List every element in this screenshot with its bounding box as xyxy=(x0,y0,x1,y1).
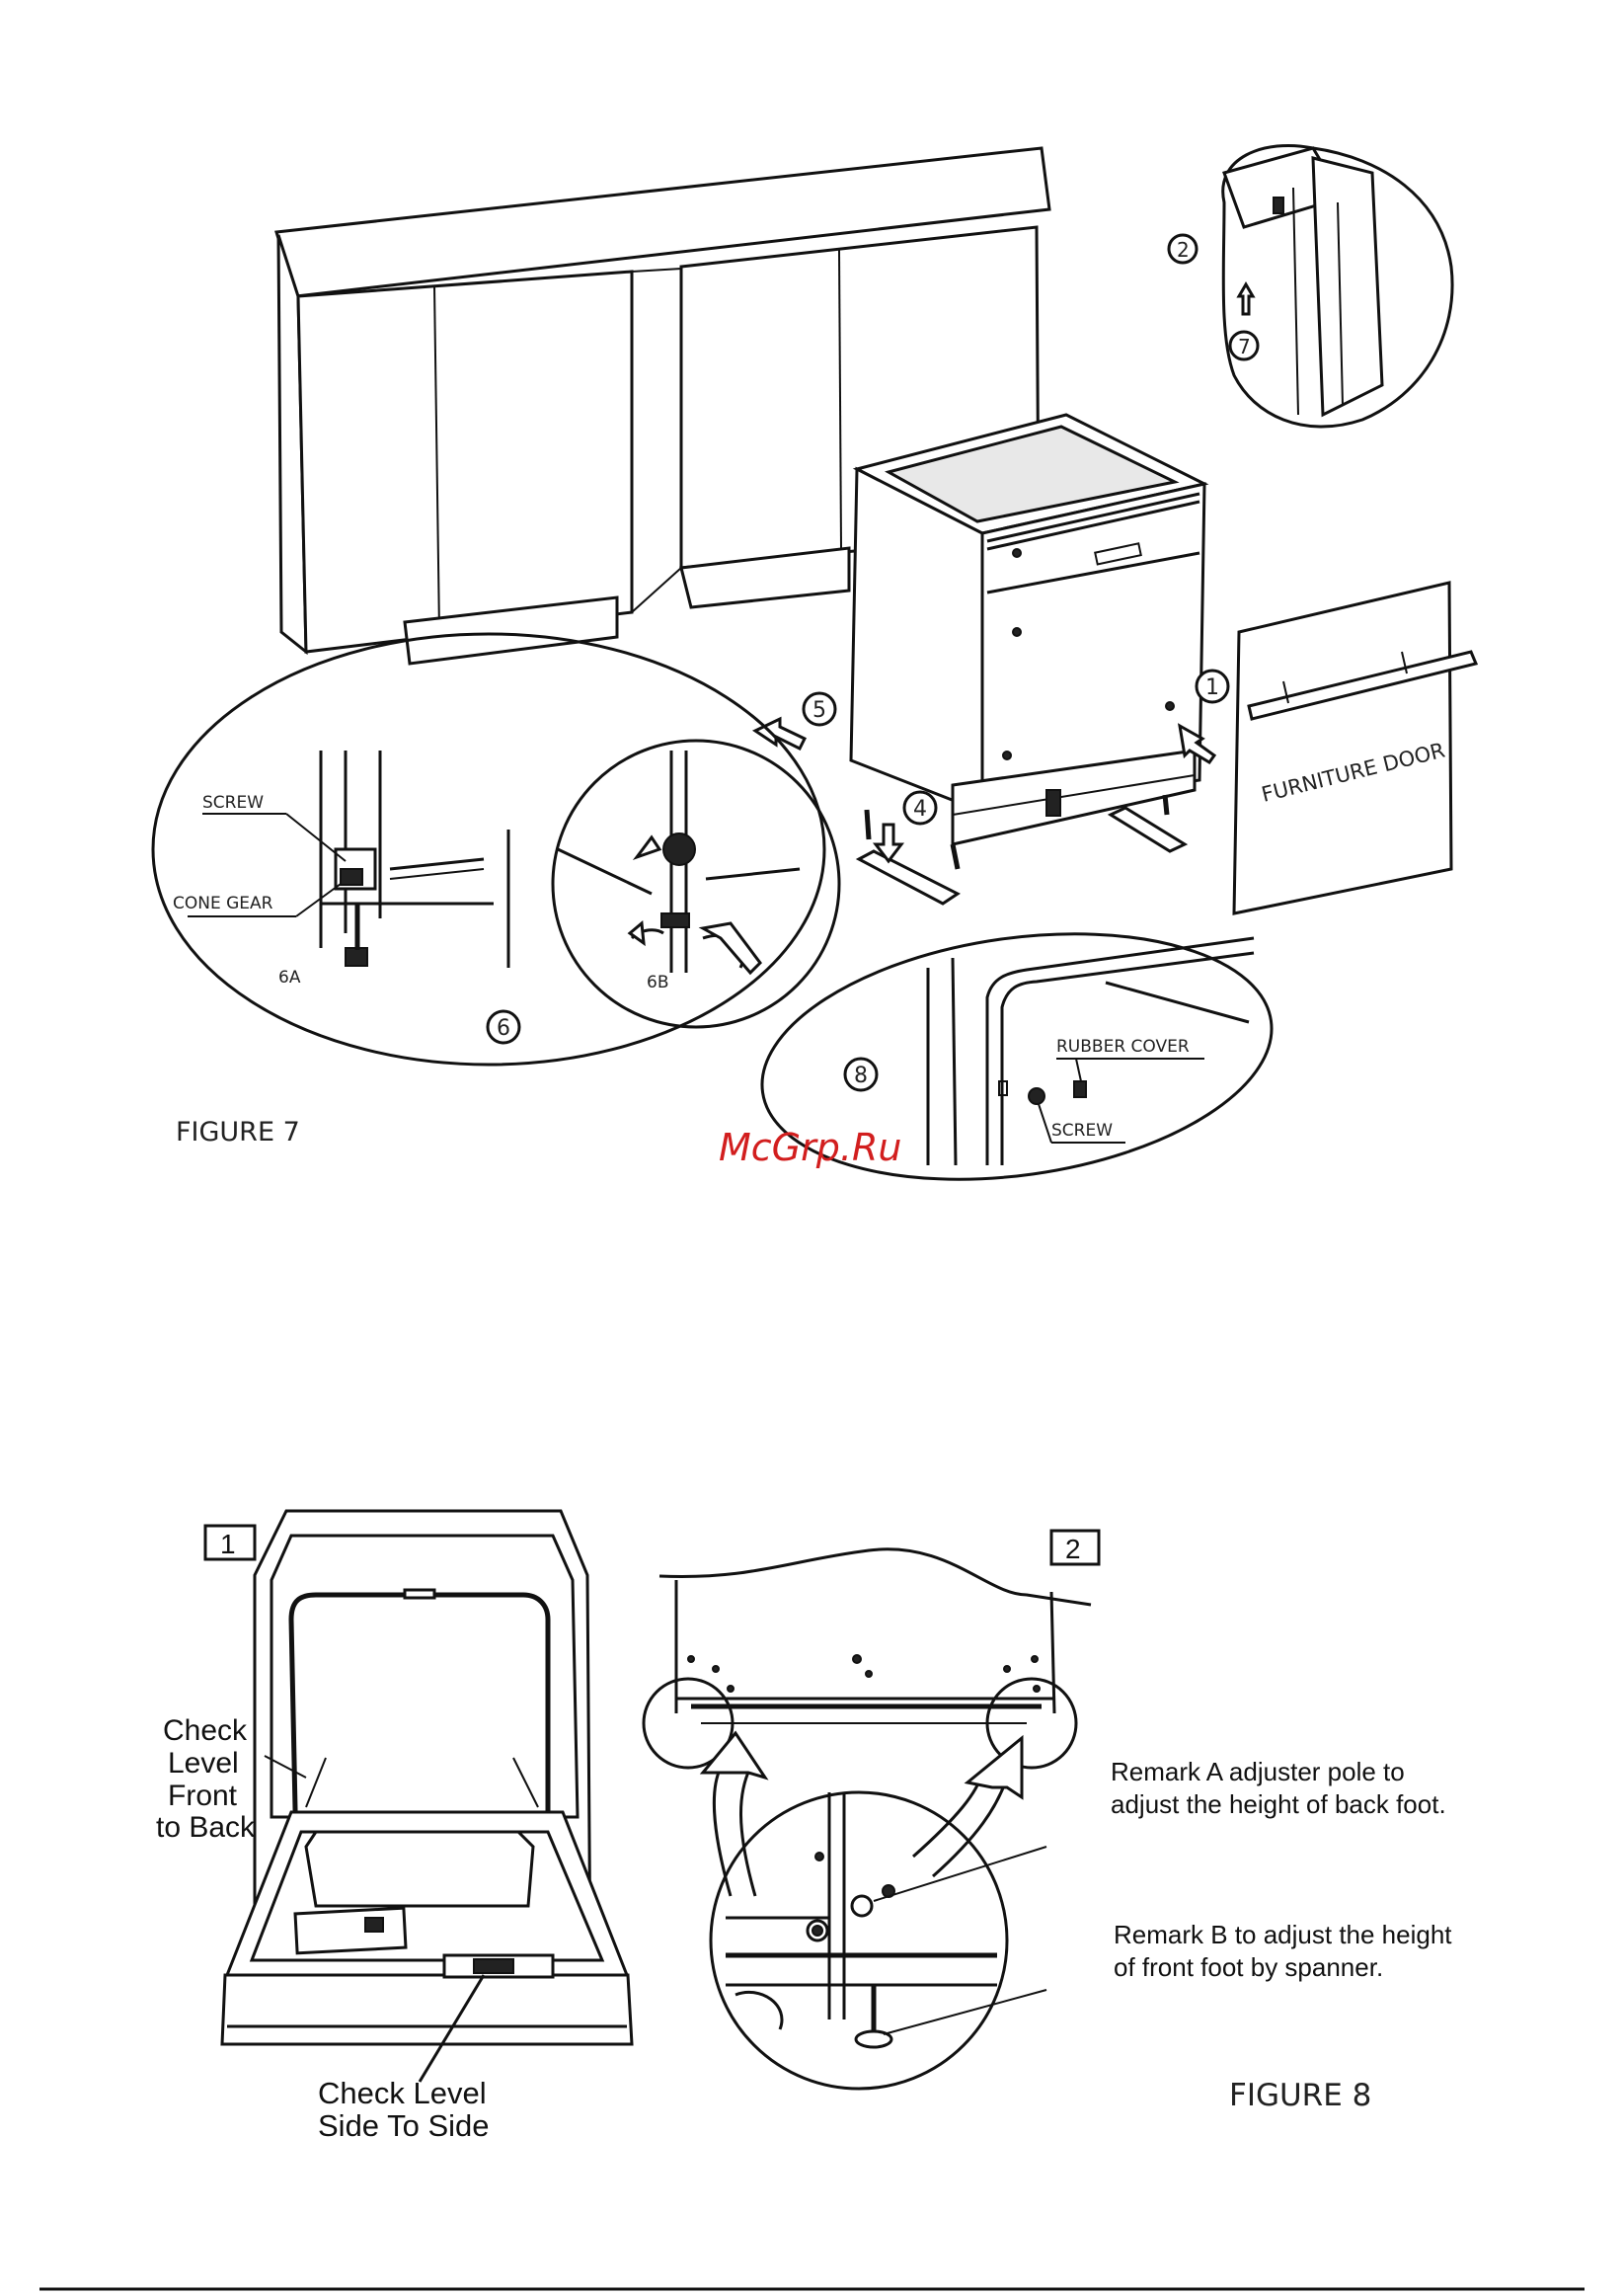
dishwasher-body xyxy=(851,415,1204,904)
screw-label: SCREW xyxy=(202,793,264,813)
remark-b-label: Remark B to adjust the height of front f… xyxy=(1114,1920,1459,1982)
step-2-label: 2 xyxy=(1177,238,1190,262)
figure-7: 5 1 4 FURNITURE DOOR xyxy=(153,145,1476,1210)
arrow-step-5: 5 xyxy=(755,693,835,749)
check-front-back-label: Check Level Front to Back xyxy=(156,1714,256,1844)
detail-6b: 6B xyxy=(553,741,839,1027)
detail-6a: SCREW CONE GEAR 6A 6 xyxy=(173,751,519,1043)
furniture-door: FURNITURE DOOR xyxy=(1234,583,1476,913)
rubber-cover-label: RUBBER COVER xyxy=(1056,1037,1190,1057)
step-5-label: 5 xyxy=(812,698,826,723)
step-7-label: 7 xyxy=(1238,335,1251,358)
remark-a-label: Remark A adjuster pole to adjust the hei… xyxy=(1111,1757,1446,1819)
step-1-label: 1 xyxy=(1205,675,1219,700)
step-8-label: 8 xyxy=(854,1064,868,1088)
panel-1-number: 1 xyxy=(220,1529,236,1559)
panel-1-dishwasher: 1 Check Level Front to Back xyxy=(156,1511,632,2143)
panel-2-feet-detail: 2 xyxy=(644,1531,1459,2113)
detail-7-circle: 2 7 xyxy=(1169,145,1452,427)
watermark-text: McGrp.Ru xyxy=(719,1126,901,1169)
screw-label-8: SCREW xyxy=(1051,1121,1113,1141)
cone-gear-label: CONE GEAR xyxy=(173,894,273,913)
detail-6a-label: 6A xyxy=(278,968,301,988)
step-4-label: 4 xyxy=(913,797,927,822)
panel-2-number: 2 xyxy=(1065,1534,1081,1564)
figure-8: 1 Check Level Front to Back xyxy=(156,1511,1459,2143)
arrow-step-4: 4 xyxy=(876,792,936,861)
figure-8-caption: FIGURE 8 xyxy=(1229,2078,1371,2113)
detail-6b-label: 6B xyxy=(647,973,668,992)
detail-6-ellipse: SCREW CONE GEAR 6A 6 xyxy=(153,634,839,1065)
figure-7-caption: FIGURE 7 xyxy=(176,1117,300,1148)
step-6-label: 6 xyxy=(497,1016,510,1041)
check-side-side-label: Check Level Side To Side xyxy=(318,2076,495,2143)
